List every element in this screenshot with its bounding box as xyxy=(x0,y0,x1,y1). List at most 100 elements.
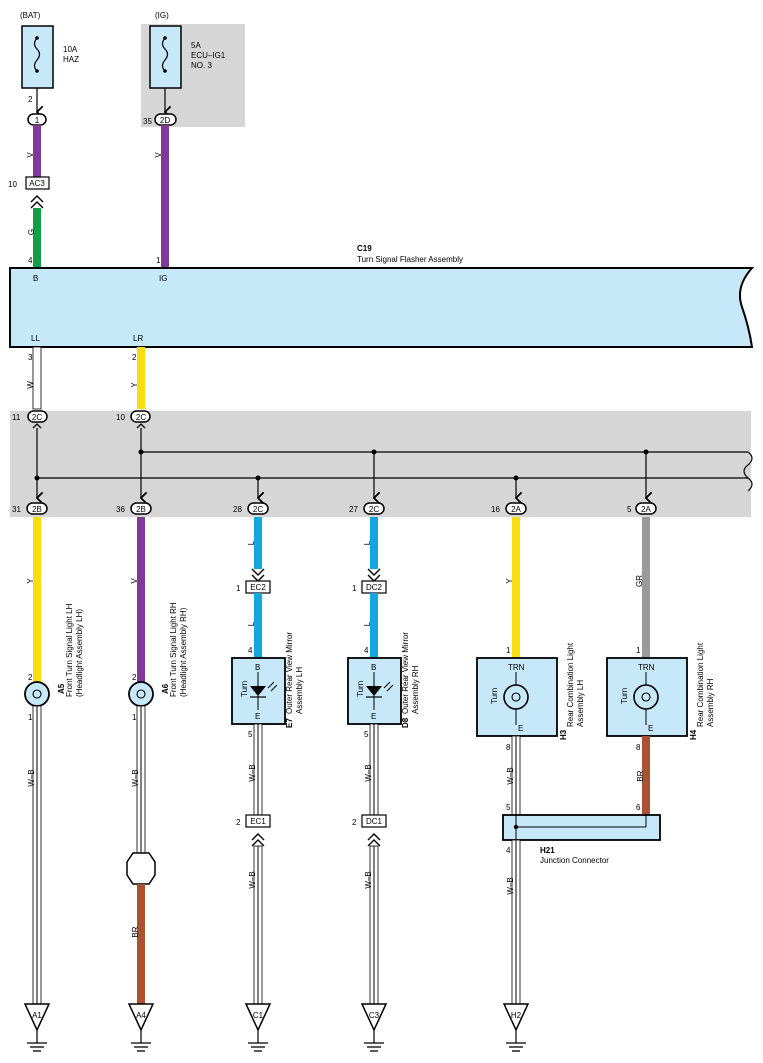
svg-text:DC2: DC2 xyxy=(366,583,383,592)
svg-text:C3: C3 xyxy=(369,1011,380,1020)
svg-text:V: V xyxy=(154,152,163,158)
svg-text:G: G xyxy=(27,229,36,235)
svg-text:5: 5 xyxy=(506,803,511,812)
svg-text:Y: Y xyxy=(130,382,139,388)
svg-text:1: 1 xyxy=(352,584,357,593)
svg-text:2B: 2B xyxy=(136,505,146,514)
connector-2c-e7 xyxy=(247,502,269,515)
e7-name-2: Assembly LH xyxy=(295,667,304,714)
svg-text:TRN: TRN xyxy=(508,663,525,672)
svg-text:10: 10 xyxy=(116,413,125,422)
svg-text:5: 5 xyxy=(248,730,253,739)
wire-w xyxy=(32,346,42,410)
svg-text:2A: 2A xyxy=(511,505,521,514)
svg-text:2: 2 xyxy=(28,673,33,682)
svg-text:EC1: EC1 xyxy=(250,817,266,826)
svg-text:W–B: W–B xyxy=(131,769,140,786)
svg-text:W–B: W–B xyxy=(506,877,515,894)
wire-v-haz xyxy=(33,125,41,177)
connector-ac3-pin: 10 xyxy=(8,180,17,189)
svg-text:L: L xyxy=(247,621,256,626)
svg-text:2: 2 xyxy=(236,818,241,827)
svg-text:28: 28 xyxy=(233,505,242,514)
h4-name-2: Assembly RH xyxy=(706,678,715,727)
wire-br-h4 xyxy=(642,736,650,815)
wire-y-lr xyxy=(137,347,145,409)
flasher-assembly-box xyxy=(9,267,755,348)
ground-h2 xyxy=(502,1003,530,1032)
h3-bulb-icon xyxy=(503,684,529,710)
wire-l-d8-top xyxy=(370,517,378,569)
e7-led-icon xyxy=(250,686,266,696)
fuse-haz-icon xyxy=(33,37,41,72)
e7-code: E7 xyxy=(285,718,294,728)
wire-v-a6 xyxy=(137,517,145,683)
a6-bulb-icon xyxy=(128,681,154,707)
svg-text:Turn: Turn xyxy=(356,681,365,697)
connector-2a-h3 xyxy=(505,502,527,515)
svg-text:4: 4 xyxy=(506,846,511,855)
ground-a4 xyxy=(127,1003,155,1032)
svg-text:2B: 2B xyxy=(32,505,42,514)
a5-name-2: (Headlight Assembly LH) xyxy=(75,609,84,697)
a6-name-1: Front Turn Signal Light RH xyxy=(169,602,178,697)
svg-text:W: W xyxy=(26,381,35,389)
svg-text:11: 11 xyxy=(12,413,21,422)
svg-text:B: B xyxy=(371,663,376,672)
fuse-ecu-rating: 5A xyxy=(191,41,201,50)
wire-l-e7-bot xyxy=(254,593,262,658)
svg-text:BR: BR xyxy=(636,770,645,781)
svg-text:W–B: W–B xyxy=(248,871,257,888)
svg-text:V: V xyxy=(26,152,35,158)
svg-text:4: 4 xyxy=(248,646,253,655)
ground-a1 xyxy=(23,1003,51,1032)
svg-text:TRN: TRN xyxy=(638,663,655,672)
splice-point xyxy=(126,852,156,885)
svg-text:8: 8 xyxy=(636,743,641,752)
svg-text:H2: H2 xyxy=(511,1011,522,1020)
svg-text:2C: 2C xyxy=(369,505,379,514)
svg-text:IG: IG xyxy=(159,274,167,283)
wire-v-ig xyxy=(161,125,169,268)
svg-text:31: 31 xyxy=(12,505,21,514)
svg-text:27: 27 xyxy=(349,505,358,514)
a5-name-1: Front Turn Signal Light LH xyxy=(65,603,74,697)
svg-text:4: 4 xyxy=(28,256,33,265)
svg-text:W–B: W–B xyxy=(27,769,36,786)
connector-dc1 xyxy=(361,814,387,828)
svg-text:1: 1 xyxy=(35,116,40,125)
svg-text:1: 1 xyxy=(132,713,137,722)
svg-text:2: 2 xyxy=(352,818,357,827)
svg-text:1: 1 xyxy=(28,713,33,722)
connector-ec1 xyxy=(245,814,271,828)
svg-text:16: 16 xyxy=(491,505,500,514)
svg-text:V: V xyxy=(130,578,139,584)
svg-text:L: L xyxy=(363,540,372,545)
wire-l-d8-bot xyxy=(370,593,378,658)
connector-2c-lr xyxy=(130,410,151,423)
svg-text:Turn: Turn xyxy=(620,688,629,704)
h21-code: H21 xyxy=(540,846,555,855)
svg-text:W–B: W–B xyxy=(506,767,515,784)
svg-text:W–B: W–B xyxy=(364,871,373,888)
fuse-haz-name: HAZ xyxy=(63,55,79,64)
flasher-code: C19 xyxy=(357,244,372,253)
d8-led-icon xyxy=(366,686,382,696)
svg-text:W–B: W–B xyxy=(248,764,257,781)
fuse-ecu-name-1: ECU–IG1 xyxy=(191,51,226,60)
h4-bulb-icon xyxy=(633,684,659,710)
svg-text:Y: Y xyxy=(26,578,35,584)
svg-text:W–B: W–B xyxy=(364,764,373,781)
svg-text:5: 5 xyxy=(627,505,632,514)
h21-name: Junction Connector xyxy=(540,856,609,865)
svg-text:1: 1 xyxy=(636,646,641,655)
connector-2a-h4 xyxy=(635,502,657,515)
svg-text:C1: C1 xyxy=(253,1011,264,1020)
svg-text:E: E xyxy=(371,712,376,721)
svg-text:B: B xyxy=(33,274,38,283)
svg-text:36: 36 xyxy=(116,505,125,514)
wire-y-h3 xyxy=(512,517,520,658)
svg-text:2: 2 xyxy=(132,673,137,682)
